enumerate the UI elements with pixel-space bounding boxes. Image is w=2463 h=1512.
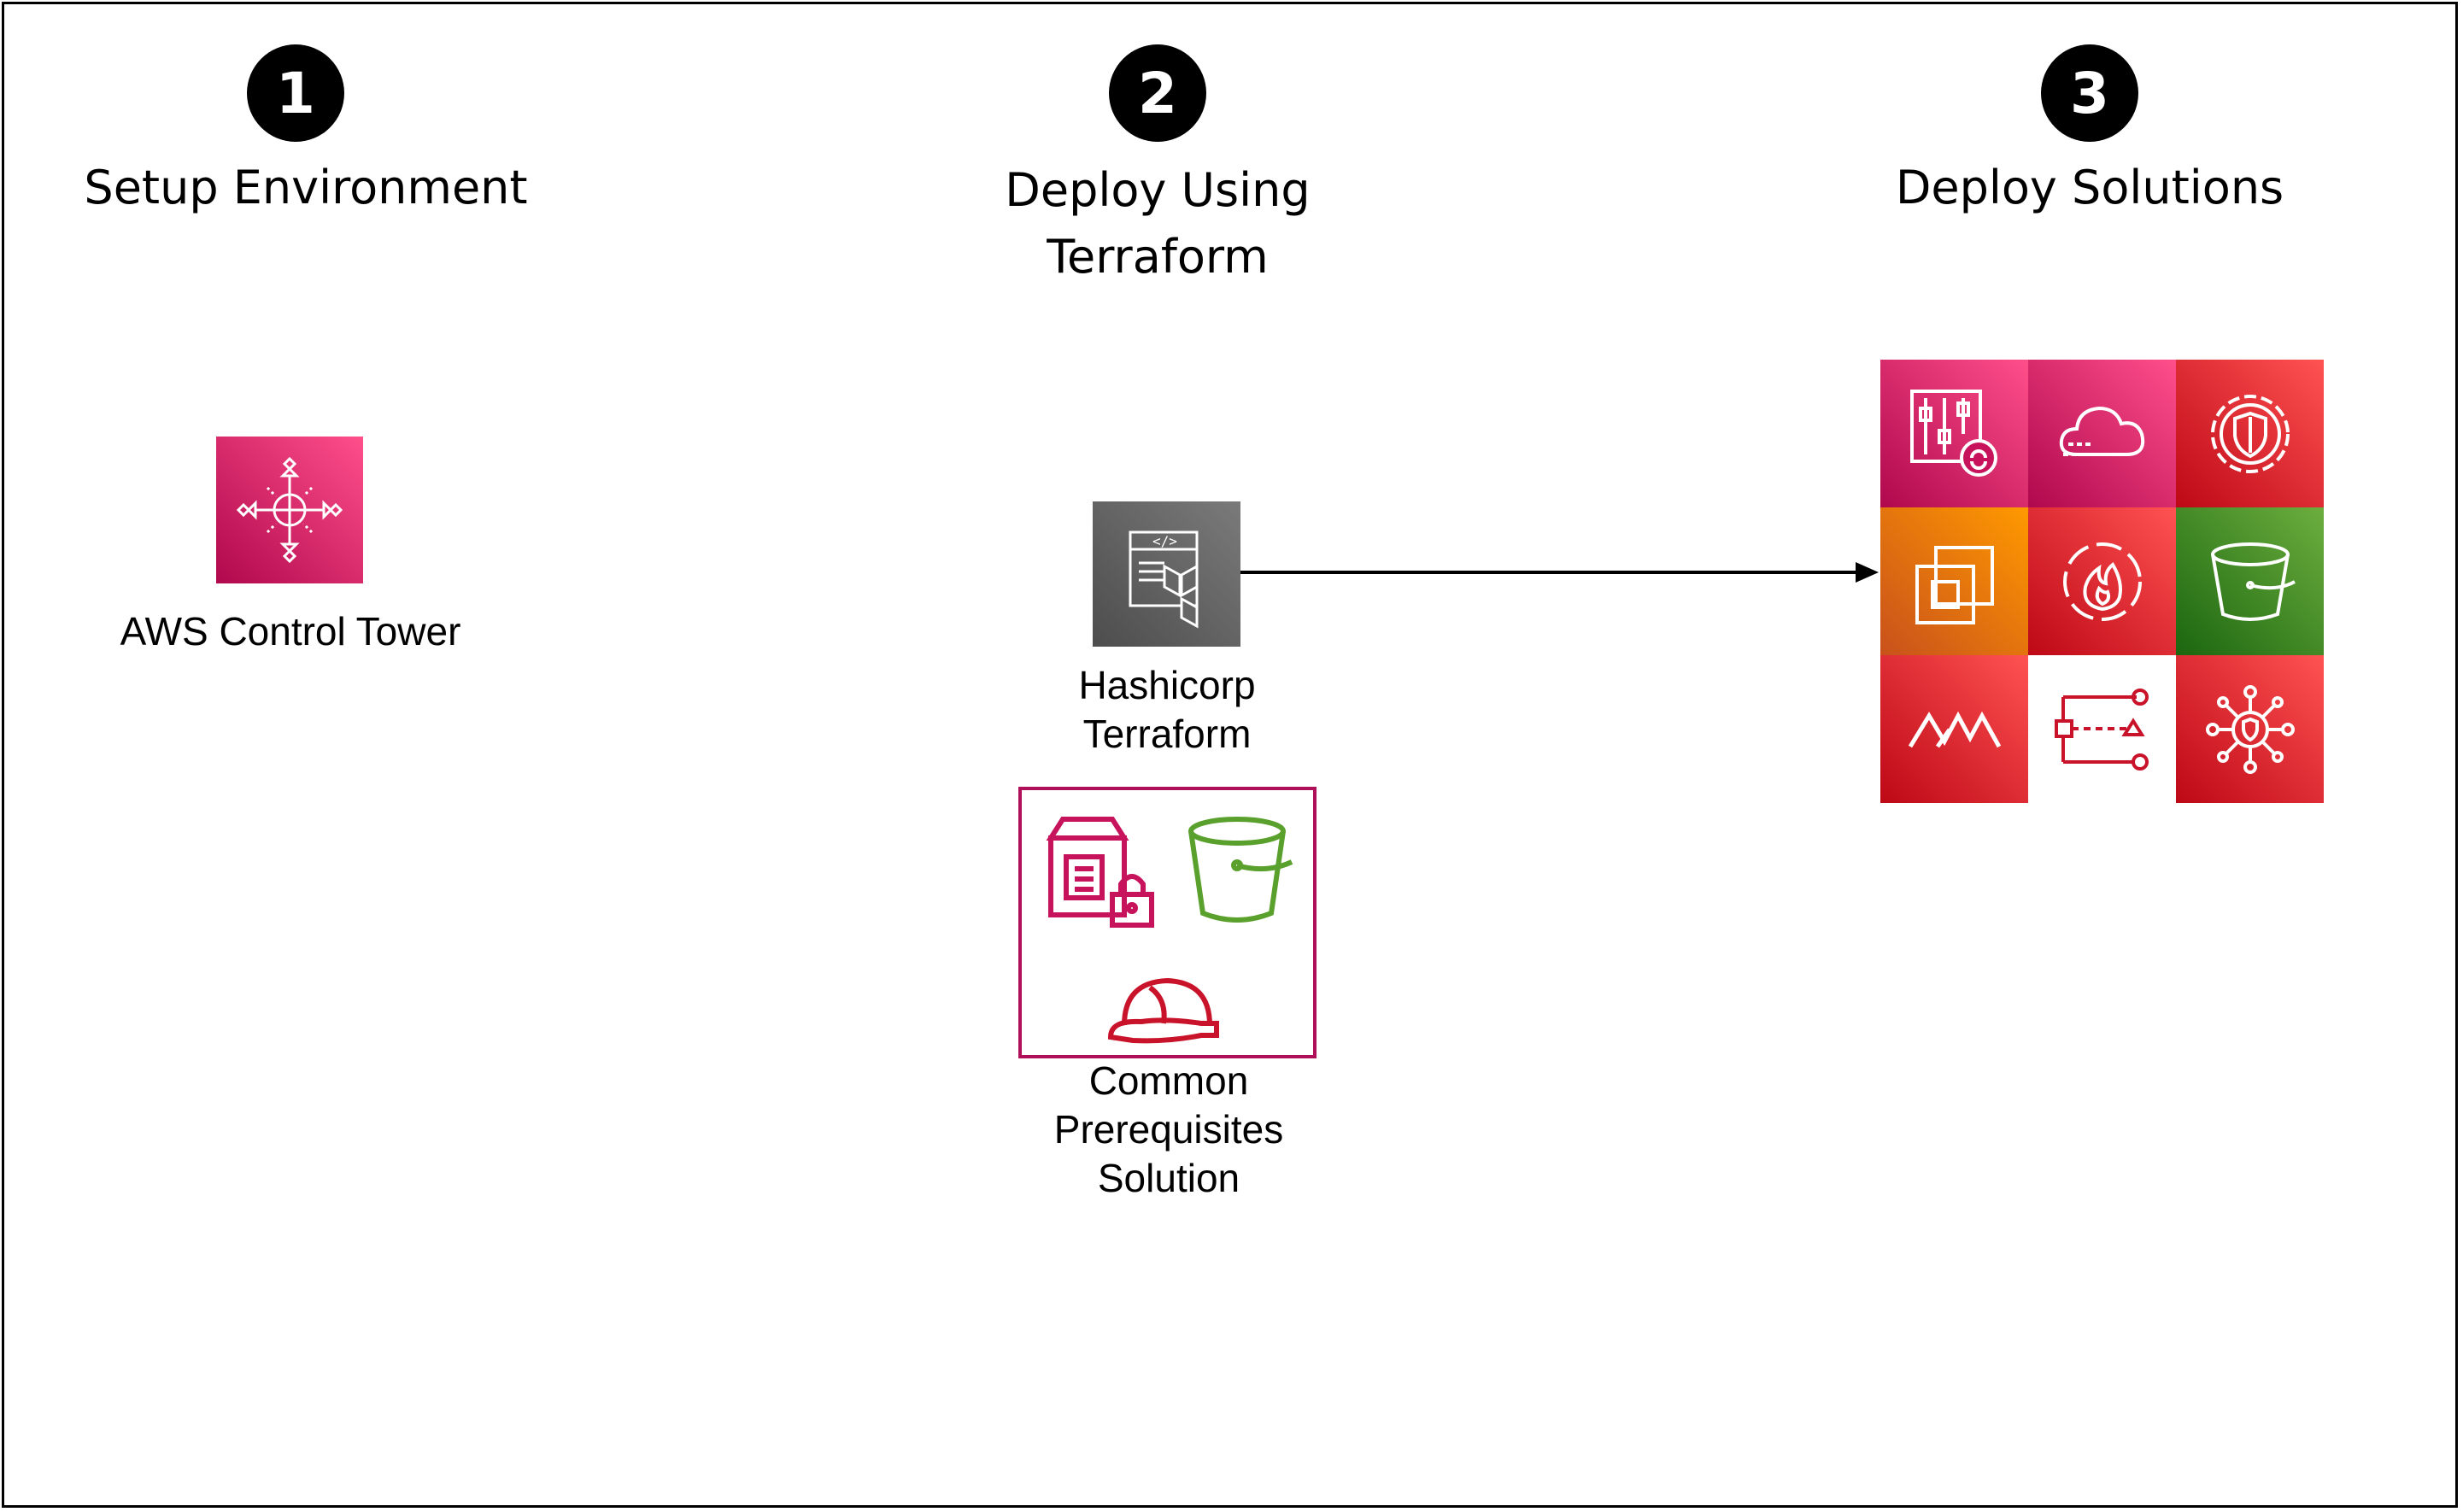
construction-helmet-icon (1107, 977, 1219, 1044)
config-rules-tile (2028, 655, 2176, 803)
firewall-manager-icon (2062, 542, 2142, 621)
prerequisites-box (1018, 787, 1317, 1058)
step-1-badge: 1 (247, 44, 344, 142)
config-rules-icon (2054, 688, 2149, 771)
firewall-manager-tile (2028, 507, 2176, 655)
secrets-manager-icon (1046, 817, 1154, 928)
step-3-badge: 3 (2041, 44, 2138, 142)
cloudtrail-tile (2028, 360, 2176, 507)
prereqs-label-line1: Common (1088, 1058, 1249, 1103)
terraform-label-line2: Terraform (1082, 712, 1252, 756)
systems-manager-tile (1880, 360, 2028, 507)
guardduty-icon (2205, 684, 2295, 774)
control-tower-icon (216, 437, 363, 583)
step-3-number: 3 (2070, 60, 2109, 126)
step-3-title: Deploy Solutions (1895, 161, 2284, 214)
prereqs-label-line2: Prerequisites (1053, 1107, 1284, 1152)
s3-bucket-icon (1188, 817, 1293, 923)
step-2-title-line1: Deploy Using (1005, 163, 1311, 217)
prereqs-label-line3: Solution (1097, 1156, 1240, 1200)
security-hub-icon (2210, 394, 2290, 473)
s3-tile (2176, 507, 2324, 655)
deploy-arrow (1240, 562, 1879, 583)
systems-manager-icon (1909, 389, 1997, 477)
terraform-label-line1: Hashicorp (1078, 663, 1256, 707)
s3-icon (2210, 542, 2296, 621)
cloudtrail-icon (2059, 406, 2144, 456)
step-2-badge: 2 (1109, 44, 1206, 142)
svg-text:</>: </> (1152, 533, 1177, 549)
ec2-tile (1880, 507, 2028, 655)
solutions-grid (1880, 360, 2324, 803)
step-1-title: Setup Environment (84, 161, 528, 214)
guardduty-tile (2176, 655, 2324, 803)
control-tower-label: AWS Control Tower (120, 609, 461, 653)
step-2-title-line2: Terraform (1047, 230, 1269, 284)
terraform-icon: </> (1093, 501, 1240, 647)
ec2-icon (1915, 545, 1994, 624)
macie-icon (1908, 711, 2001, 747)
macie-tile (1880, 655, 2028, 803)
step-1-number: 1 (276, 60, 315, 126)
security-hub-tile (2176, 360, 2324, 507)
step-2-number: 2 (1138, 60, 1177, 126)
